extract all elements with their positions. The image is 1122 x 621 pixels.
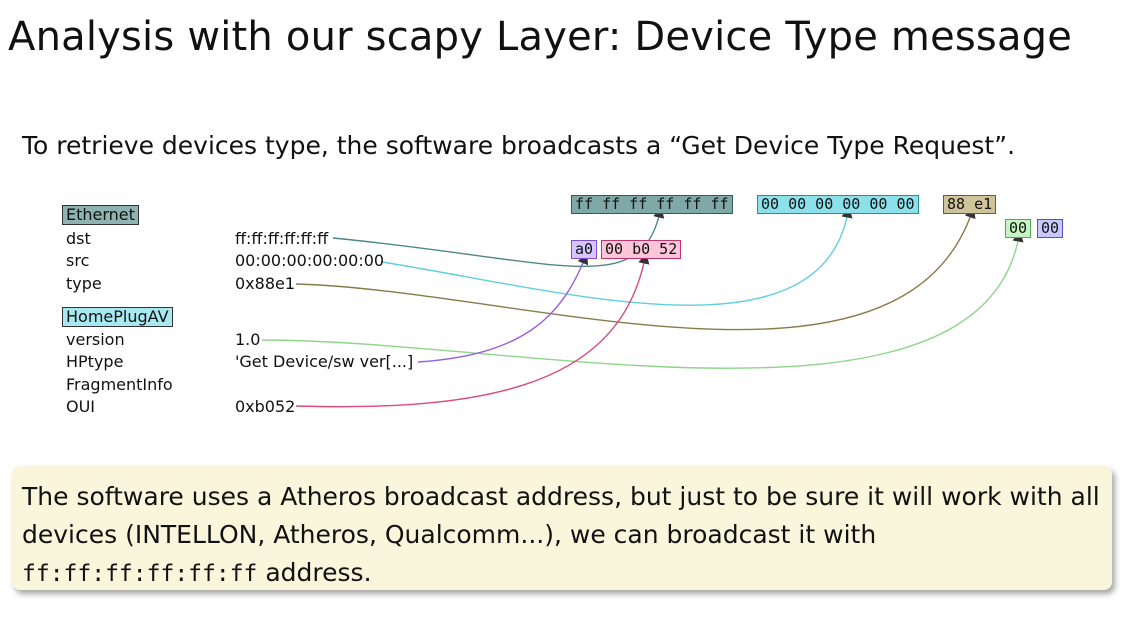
field-value-hptype: 'Get Device/sw ver[...]	[235, 352, 414, 371]
oui-connector	[295, 252, 650, 408]
homeplug-layer-label: HomePlugAV	[62, 307, 173, 327]
hptype-connector	[417, 252, 589, 363]
hex-version: 00	[1005, 219, 1032, 238]
src-connector	[381, 206, 853, 306]
hex-hptype: a0	[571, 240, 598, 259]
type-connector	[295, 206, 976, 331]
field-name-hptype: HPtype	[66, 352, 124, 371]
field-name-version: version	[66, 330, 125, 349]
note-text-main: The software uses a Atheros broadcast ad…	[22, 482, 1100, 549]
field-name-fragmentinfo: FragmentInfo	[66, 375, 173, 394]
hex-oui: 00 b0 52	[601, 240, 682, 259]
field-value-src: 00:00:00:00:00:00	[235, 251, 385, 270]
field-value-dst: ff:ff:ff:ff:ff:ff	[235, 229, 329, 248]
ethernet-layer-label: Ethernet	[62, 205, 139, 225]
hex-src: 00 00 00 00 00 00	[757, 195, 919, 214]
field-name-dst: dst	[66, 229, 91, 248]
field-name-oui: OUI	[66, 397, 96, 416]
intro-text: To retrieve devices type, the software b…	[22, 131, 1016, 160]
slide-title: Analysis with our scapy Layer: Device Ty…	[8, 14, 1073, 60]
field-value-version: 1.0	[235, 330, 261, 349]
note-text: The software uses a Atheros broadcast ad…	[22, 478, 1102, 593]
field-value-oui: 0xb052	[235, 397, 296, 416]
field-name-type: type	[66, 274, 102, 293]
hex-fragmentinfo: 00	[1037, 219, 1064, 238]
connector-lines	[261, 206, 1024, 408]
field-value-type: 0x88e1	[235, 274, 296, 293]
version-connector	[261, 230, 1024, 369]
hex-type: 88 e1	[943, 195, 997, 214]
packet-diagram: Ethernet dst src type ff:ff:ff:ff:ff:ff …	[0, 190, 1122, 430]
field-name-src: src	[66, 251, 90, 270]
hex-dst: ff ff ff ff ff ff	[571, 195, 733, 214]
note-text-end: address.	[257, 558, 372, 587]
broadcast-address-code: ff:ff:ff:ff:ff:ff	[22, 561, 258, 587]
note-box: The software uses a Atheros broadcast ad…	[12, 466, 1112, 590]
